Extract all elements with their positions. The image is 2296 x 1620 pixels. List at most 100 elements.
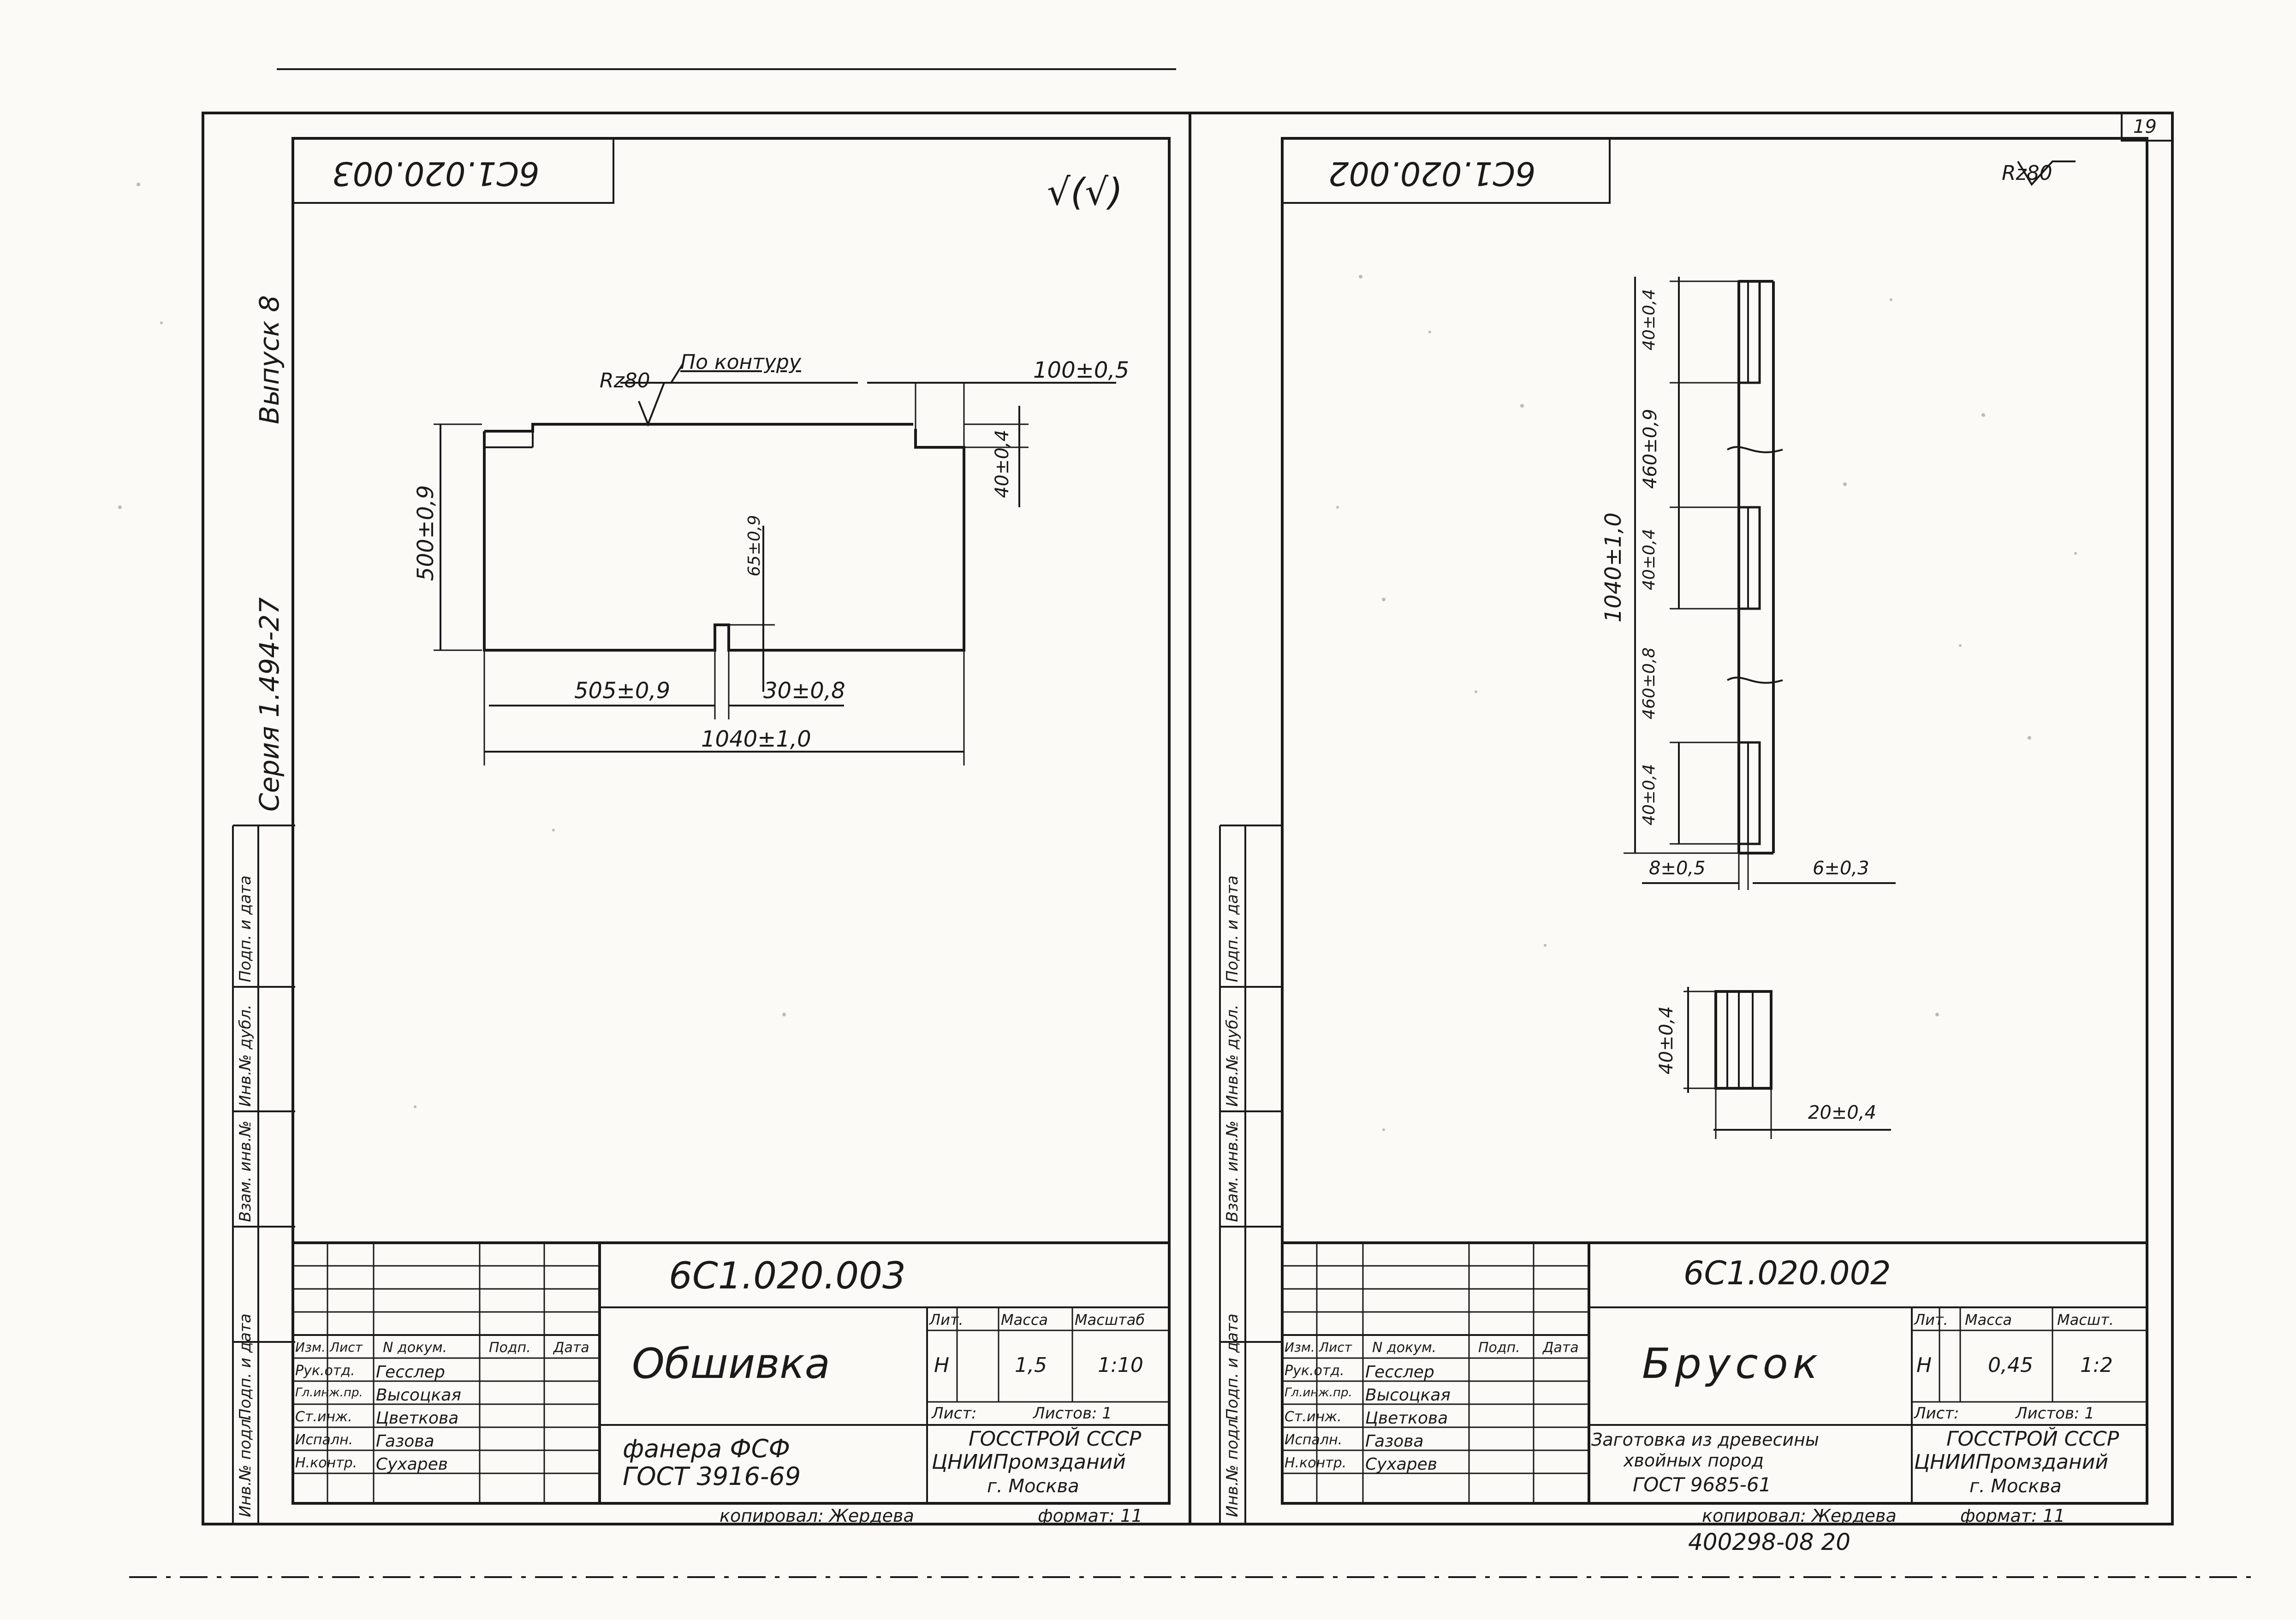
left-tb-col-izm: Изм.: [295, 1340, 326, 1355]
left-tb-name-3: Цветкова: [376, 1409, 459, 1428]
right-tb-sheet-label: Лист:: [1914, 1404, 1959, 1423]
left-dim-100: 100±0,5: [1033, 357, 1130, 383]
left-tb-col-list: Лист: [330, 1340, 363, 1355]
issue-label: Выпуск 8: [254, 295, 285, 424]
right-tb-name: Брусок: [1642, 1340, 1823, 1388]
left-tb-org-1: ГОССТРОЙ СССР: [969, 1427, 1142, 1451]
right-tb-lit-value: Н: [1916, 1353, 1932, 1377]
margin-label-inv-podl: Инв.№ подл.: [236, 1414, 255, 1517]
left-dim-40: 40±0,4: [992, 429, 1013, 498]
left-tb-col-doc: N докум.: [383, 1340, 447, 1356]
right-dim-1040: 1040±1,0: [1600, 512, 1626, 623]
left-dim-30: 30±0,8: [763, 678, 845, 704]
right-tb-code: 6С1.020.002: [1683, 1254, 1891, 1292]
right-dim-8: 8±0,5: [1649, 858, 1706, 879]
right-tb-name-1: Гесслер: [1365, 1363, 1434, 1382]
right-tb-role-4: Испалн.: [1285, 1432, 1343, 1448]
left-dim-1040: 1040±1,0: [701, 726, 811, 752]
margin-label-vzam: Взам. инв.№: [236, 1120, 255, 1222]
series-label: Серия 1.494-27: [254, 597, 285, 812]
left-roughness-value: Rz80: [600, 369, 650, 392]
margin-label-podp-2-r: Подп. и дата: [1223, 875, 1242, 982]
left-tb-name-5: Сухарев: [376, 1455, 448, 1474]
left-dim-505: 505±0,9: [574, 678, 671, 704]
right-tb-org-3: г. Москва: [1969, 1476, 2062, 1497]
right-tb-material-2: хвойных пород: [1624, 1450, 1764, 1471]
right-tb-material-3: ГОСТ 9685-61: [1633, 1473, 1772, 1496]
bottom-stamp: 400298-08 20: [1688, 1529, 1851, 1555]
left-tb-material-2: ГОСТ 3916-69: [623, 1462, 801, 1491]
left-tb-col-data: Дата: [553, 1340, 589, 1356]
right-tb-org-2: ЦНИИПромзданий: [1914, 1450, 2108, 1474]
right-tb-role-3: Ст.инж.: [1285, 1409, 1342, 1425]
left-tb-name-4: Газова: [376, 1432, 434, 1451]
right-tb-name-4: Газова: [1365, 1432, 1424, 1451]
left-tb-mass-value: 1,5: [1015, 1353, 1047, 1377]
left-tb-scale-label: Масштаб: [1075, 1311, 1145, 1329]
margin-label-podp-1-r: Подп. и дата: [1223, 1313, 1242, 1420]
right-tb-format: формат: 11: [1960, 1506, 2065, 1526]
right-tb-name-5: Сухарев: [1365, 1455, 1438, 1474]
margin-label-podp-1: Подп. и дата: [236, 1313, 255, 1420]
left-tb-role-5: Н.контр.: [295, 1455, 357, 1471]
left-tb-sheet-label: Лист:: [932, 1404, 977, 1423]
sheet-number: 19: [2133, 116, 2157, 137]
left-tb-col-podp: Подп.: [489, 1340, 531, 1356]
left-contour-note: По контуру: [680, 350, 801, 374]
margin-label-podp-2: Подп. и дата: [236, 875, 255, 982]
right-dim-40a: 40±0,4: [1640, 289, 1659, 350]
right-tb-scale-label: Масшт.: [2057, 1311, 2114, 1329]
right-tb-lit-label: Лит.: [1914, 1311, 1948, 1329]
right-tb-name-3: Цветкова: [1365, 1409, 1448, 1428]
right-dim-40c: 40±0,4: [1640, 764, 1659, 825]
right-tb-col-list: Лист: [1319, 1340, 1352, 1355]
right-dim-20: 20±0,4: [1808, 1102, 1877, 1123]
left-tb-role-4: Испалн.: [295, 1432, 353, 1448]
right-tb-name-2: Высоцкая: [1365, 1386, 1451, 1405]
margin-label-vzam-r: Взам. инв.№: [1223, 1120, 1242, 1222]
margin-label-inv-podl-r: Инв.№ подл.: [1223, 1414, 1242, 1517]
left-dim-500: 500±0,9: [413, 485, 439, 581]
right-tb-material-1: Заготовка из древесины: [1591, 1430, 1819, 1450]
right-dim-40d: 40±0,4: [1656, 1006, 1677, 1074]
left-tb-sheets-label: Листов: 1: [1033, 1404, 1112, 1423]
left-tb-name: Обшивка: [632, 1340, 830, 1388]
right-tb-col-data: Дата: [1543, 1340, 1579, 1356]
margin-label-dubl: Инв.№ дубл.: [236, 1004, 255, 1107]
left-tb-format: формат: 11: [1038, 1506, 1143, 1526]
left-tb-org-3: г. Москва: [987, 1476, 1079, 1497]
left-tb-name-1: Гесслер: [376, 1363, 445, 1382]
left-tb-name-2: Высоцкая: [376, 1386, 461, 1405]
left-tb-mass-label: Масса: [1001, 1311, 1048, 1329]
right-tb-role-5: Н.контр.: [1285, 1455, 1347, 1471]
right-tb-col-podp: Подп.: [1478, 1340, 1520, 1356]
right-tb-col-doc: N докум.: [1372, 1340, 1437, 1356]
left-tb-org-2: ЦНИИПромзданий: [932, 1450, 1126, 1474]
right-tb-org-1: ГОССТРОЙ СССР: [1946, 1427, 2119, 1451]
right-dim-6: 6±0,3: [1813, 858, 1869, 879]
right-tb-scale-value: 1:2: [2080, 1353, 2113, 1377]
left-code-top: 6С1.020.003: [332, 154, 540, 192]
left-tb-lit-value: Н: [934, 1353, 950, 1377]
right-dim-40b: 40±0,4: [1640, 528, 1659, 590]
left-roughness-symbol: √(√): [1047, 171, 1123, 214]
left-tb-role-3: Ст.инж.: [295, 1409, 352, 1425]
right-tb-mass-label: Масса: [1965, 1311, 2012, 1329]
left-tb-scale-value: 1:10: [1098, 1353, 1143, 1377]
margin-label-dubl-r: Инв.№ дубл.: [1223, 1004, 1242, 1107]
right-code-top: 6С1.020.002: [1328, 154, 1536, 192]
left-tb-role-1: Рук.отд.: [295, 1363, 355, 1379]
right-dim-460a: 460±0,9: [1640, 409, 1661, 489]
left-tb-code: 6С1.020.003: [669, 1254, 906, 1297]
left-tb-role-2: Гл.инж.пр.: [295, 1386, 363, 1400]
right-tb-sheets-label: Листов: 1: [2016, 1404, 2094, 1423]
right-roughness-value: Rz80: [2002, 161, 2052, 185]
right-tb-role-1: Рук.отд.: [1285, 1363, 1344, 1379]
right-tb-mass-value: 0,45: [1988, 1353, 2033, 1377]
left-dim-65: 65±0,9: [745, 515, 764, 576]
right-tb-copied: копировал: Жердева: [1702, 1506, 1897, 1526]
right-tb-role-2: Гл.инж.пр.: [1285, 1386, 1352, 1400]
left-tb-material-1: фанера ФСФ: [623, 1434, 790, 1463]
left-tb-copied: копировал: Жердева: [720, 1506, 914, 1526]
